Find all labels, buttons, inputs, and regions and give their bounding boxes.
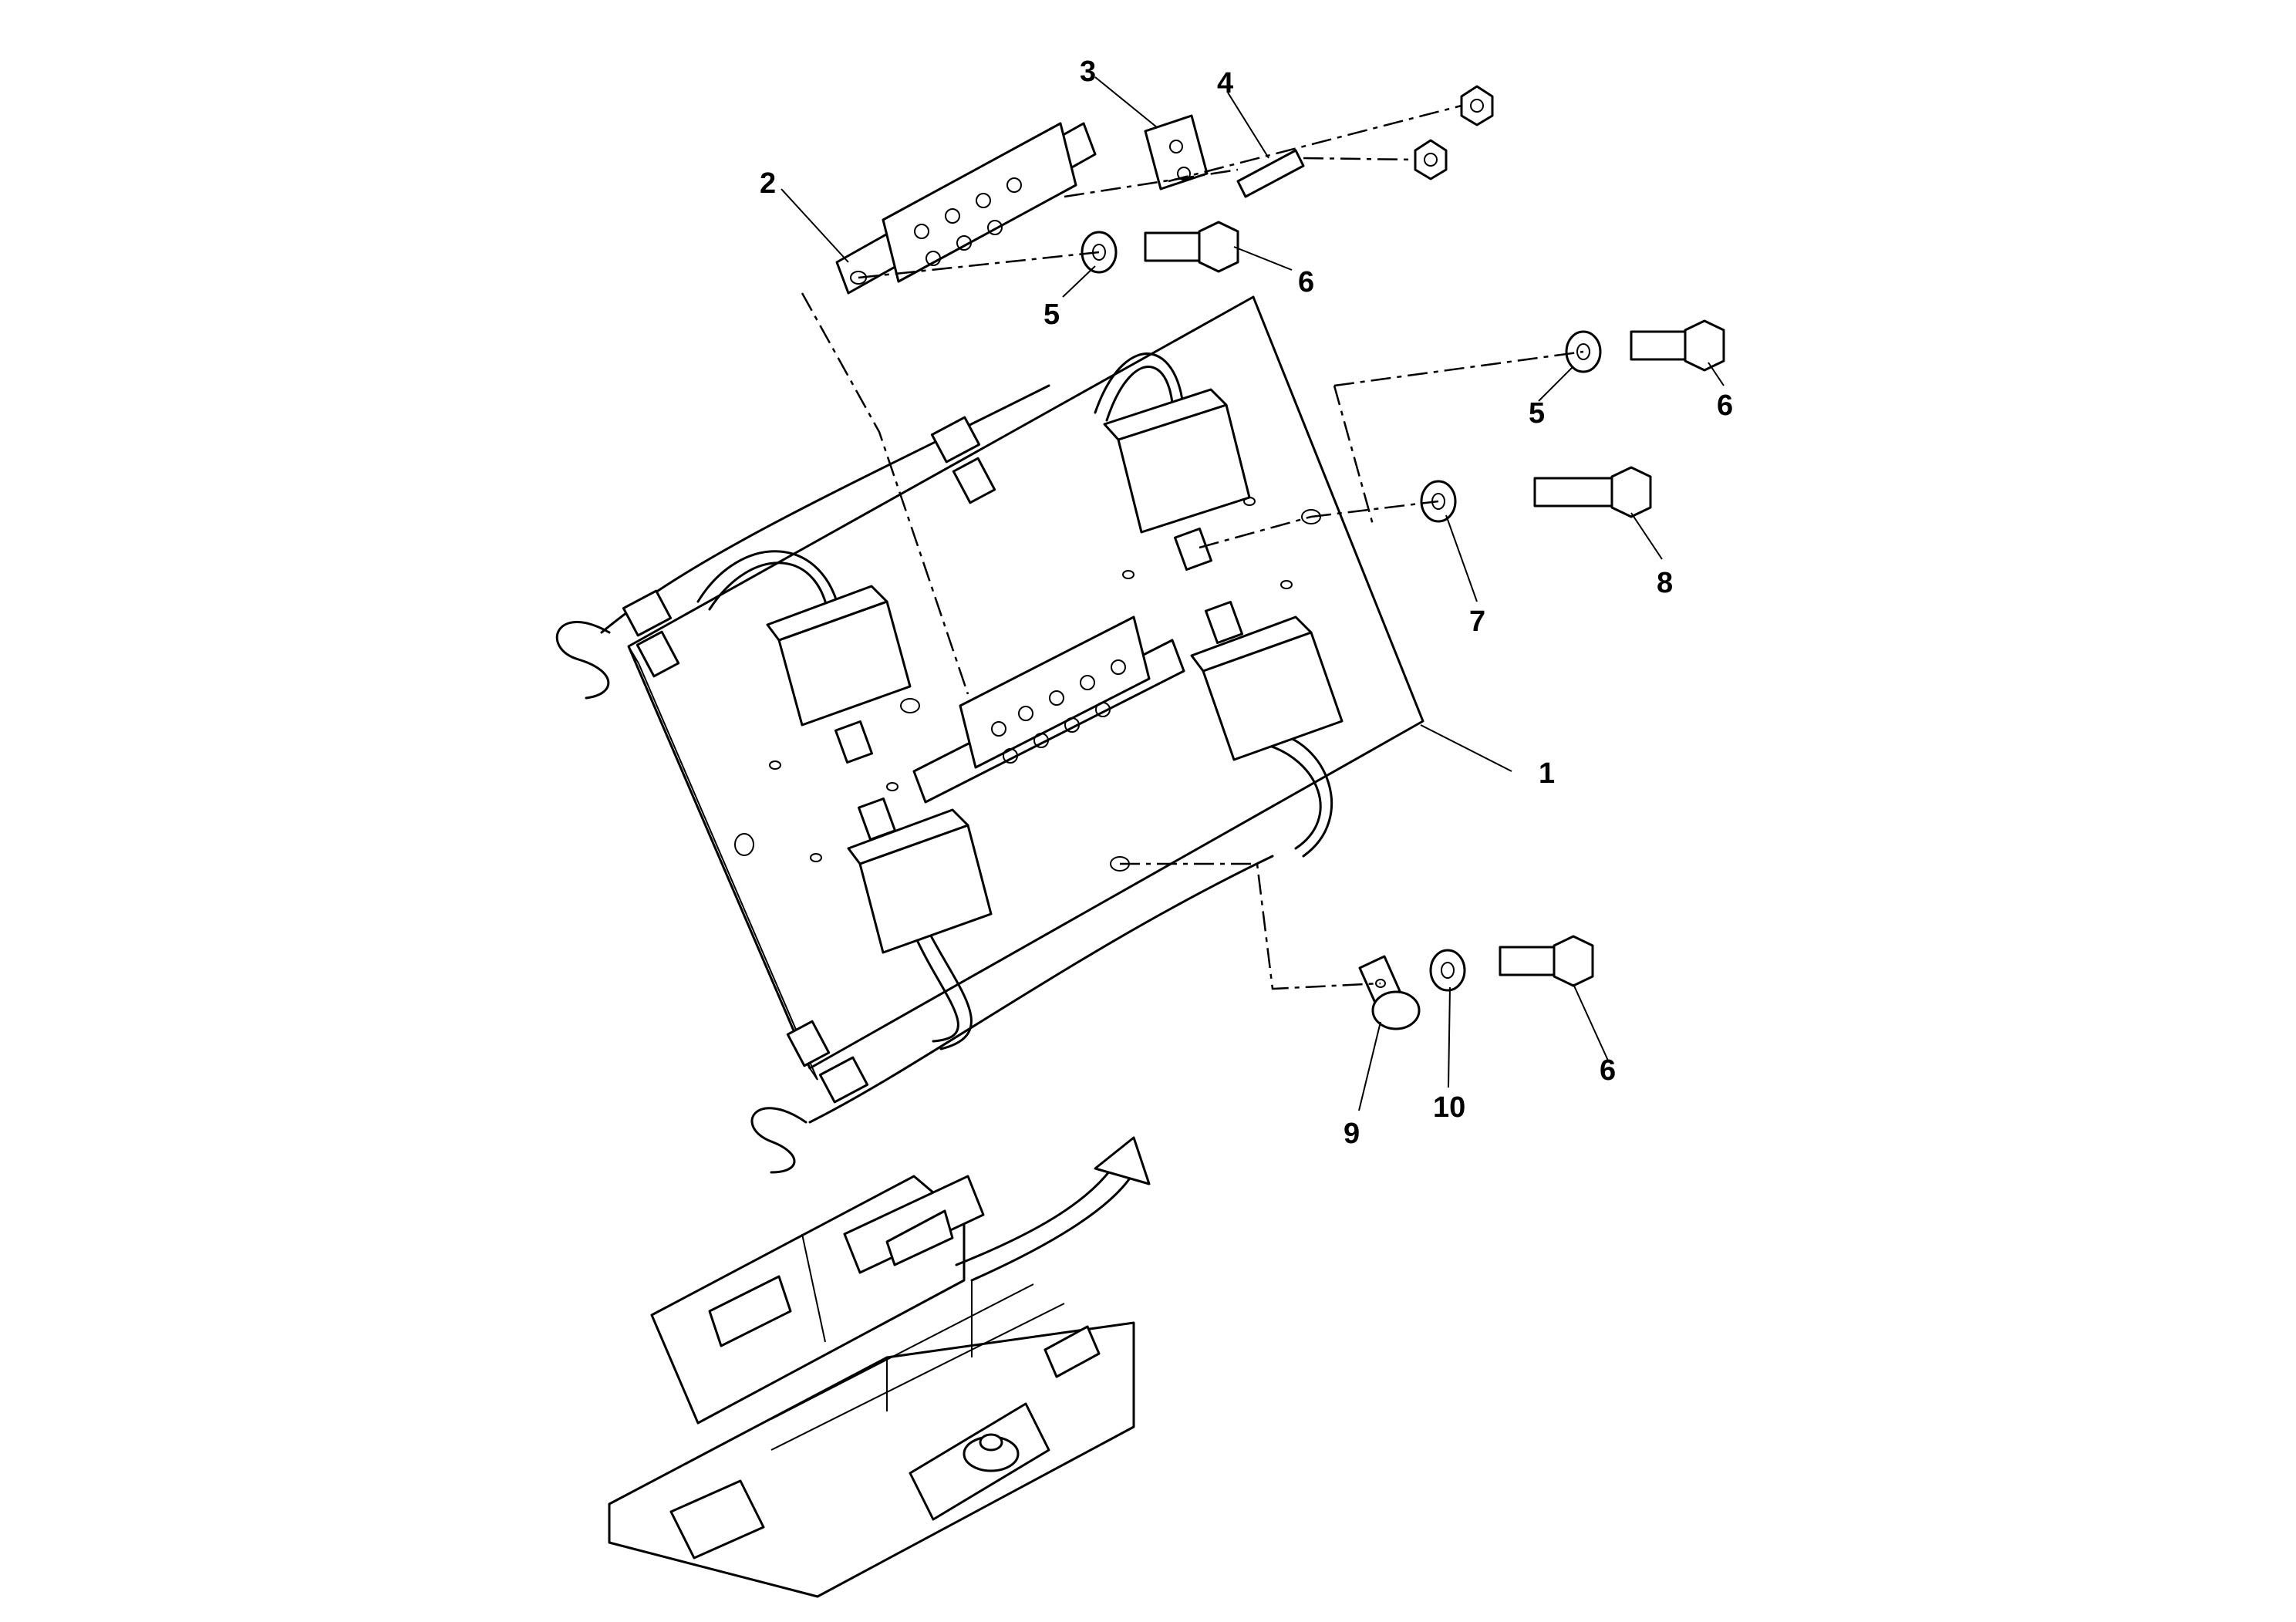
callout-2: 2 xyxy=(760,167,776,200)
relay-box xyxy=(766,585,912,764)
callout-6c: 6 xyxy=(1600,1054,1616,1087)
nuts xyxy=(1414,85,1494,180)
cable-clip-part-9 xyxy=(1358,955,1421,1030)
relay-box xyxy=(847,798,993,954)
relay-box xyxy=(1103,388,1251,571)
callout-6a: 6 xyxy=(1298,266,1314,298)
callout-10: 10 xyxy=(1433,1091,1465,1124)
callout-3: 3 xyxy=(1080,56,1096,88)
terminal-part-3 xyxy=(1144,114,1209,191)
callout-6b: 6 xyxy=(1717,389,1733,422)
bolts xyxy=(1144,221,1725,987)
assembly-lines xyxy=(801,104,1584,990)
terminal-block-part-2 xyxy=(835,122,1097,295)
leader-lines xyxy=(781,76,1725,1111)
terminal-block-plate xyxy=(912,615,1185,804)
bolt xyxy=(1630,319,1725,372)
callout-7: 7 xyxy=(1469,605,1485,638)
callout-8: 8 xyxy=(1657,567,1673,599)
relay-boxes xyxy=(766,388,1344,954)
cable-harness xyxy=(555,352,1333,1174)
relay-box xyxy=(1190,601,1344,761)
bolt xyxy=(1533,466,1652,518)
bolt xyxy=(1144,221,1239,273)
locator-chassis xyxy=(608,1136,1151,1598)
callout-5a: 5 xyxy=(1043,298,1060,331)
bolt xyxy=(1499,935,1594,987)
callout-5b: 5 xyxy=(1529,397,1545,430)
callout-9: 9 xyxy=(1344,1118,1360,1150)
callout-4: 4 xyxy=(1217,67,1233,99)
callout-labels: 1 2 3 4 5 5 6 6 6 7 8 9 10 xyxy=(760,56,1733,1150)
bracket-part-4 xyxy=(1236,149,1305,198)
callout-1: 1 xyxy=(1539,757,1555,790)
